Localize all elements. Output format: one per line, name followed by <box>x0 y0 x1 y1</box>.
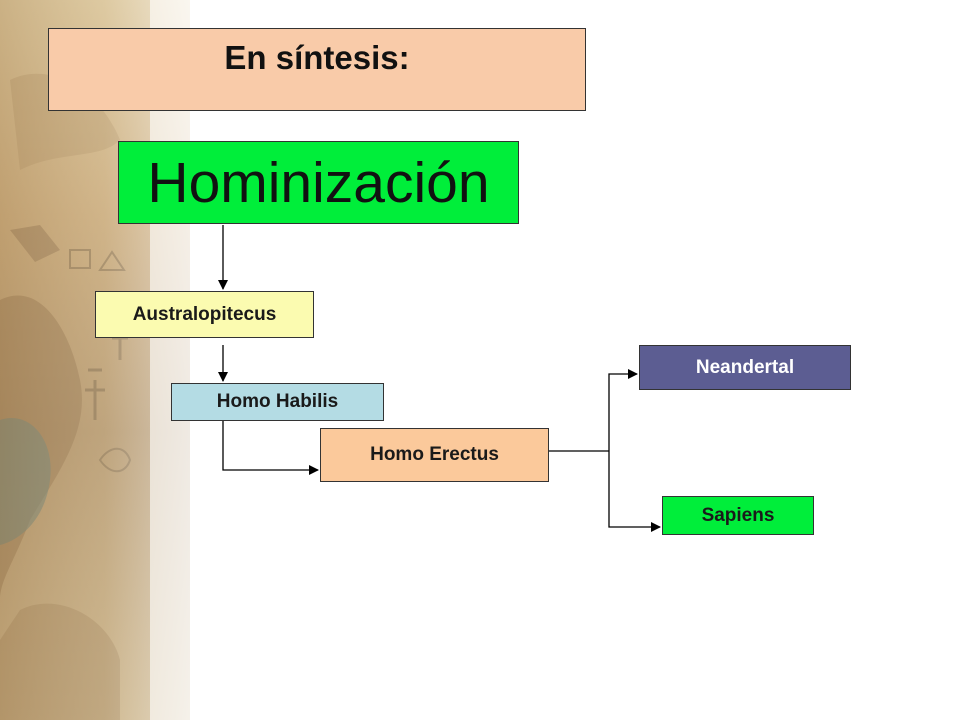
node-label: Neandertal <box>695 356 795 378</box>
slide-title: En síntesis: <box>224 39 410 76</box>
node-label: Homo Erectus <box>370 444 499 465</box>
node-australopitecus: Australopitecus <box>95 291 314 338</box>
edge-erectus-neandertal <box>608 369 638 451</box>
node-homo-habilis: Homo Habilis <box>171 383 384 421</box>
node-neandertal: Neandertal <box>639 345 851 390</box>
node-label: Sapiens <box>701 504 775 526</box>
main-concept-label: Hominización <box>147 150 490 215</box>
node-label: Australopitecus <box>132 303 277 325</box>
edge-erectus-sapiens <box>608 451 661 532</box>
node-label: Homo Habilis <box>216 391 339 412</box>
node-sapiens: Sapiens <box>662 496 814 535</box>
slide-title-box: En síntesis: <box>48 28 586 111</box>
main-concept-box: Hominización <box>118 141 519 224</box>
node-homo-erectus: Homo Erectus <box>320 428 549 482</box>
decorative-background-strip <box>0 0 190 720</box>
edge-habilis-erectus <box>222 421 319 475</box>
